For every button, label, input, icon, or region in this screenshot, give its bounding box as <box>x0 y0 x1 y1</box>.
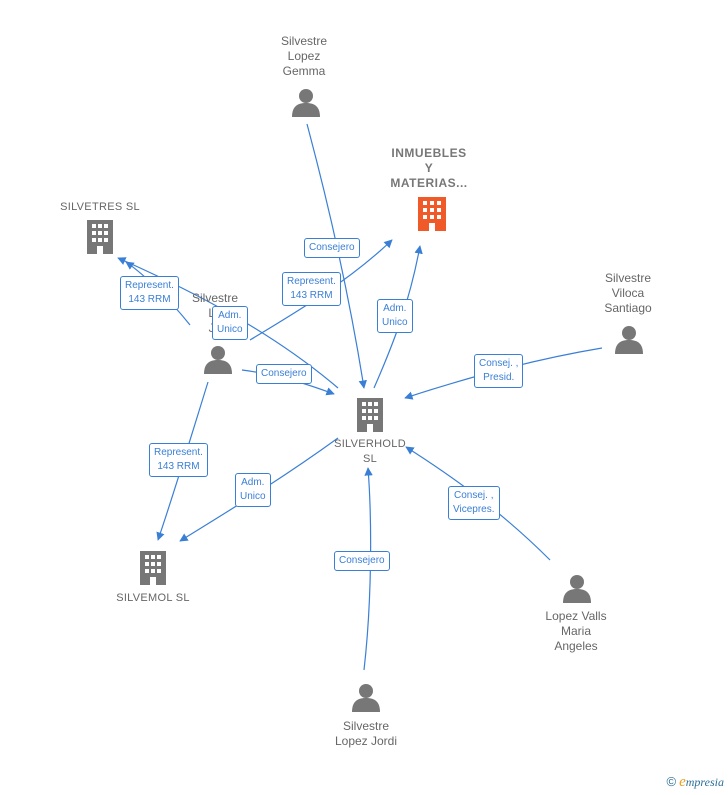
node-label-line: SILVERHOLD <box>334 438 406 450</box>
edge-label-adm-unico: Adm. Unico <box>212 306 248 340</box>
edge-label-line: Adm. <box>241 477 265 488</box>
person-icon <box>352 684 380 712</box>
person-icon <box>292 89 320 117</box>
node-label-line: Lopez Jordi <box>334 734 398 748</box>
edge-label-adm-unico: Adm. Unico <box>235 473 271 507</box>
edge-label-line: Unico <box>240 491 266 502</box>
copyright-icon: © <box>666 774 677 789</box>
edge-label-line: Consejero <box>309 242 355 253</box>
edge-label-consejero: Consejero <box>256 364 312 384</box>
edge-label-represent: Represent. 143 RRM <box>120 276 179 310</box>
node-label-line: Maria <box>560 624 591 638</box>
node-label-line: Lopez <box>287 49 321 63</box>
node-label-line: Lopez Valls <box>545 609 607 623</box>
node-label-line: Silvestre <box>191 291 238 305</box>
node-label-line: SILVEMOL SL <box>116 592 190 604</box>
person-icon <box>615 326 643 354</box>
building-icon <box>140 551 166 585</box>
node-label-silvestre-lopez-jordi[interactable]: Silvestre Lopez Jordi <box>316 719 416 749</box>
node-label-line: MATERIAS... <box>390 176 468 190</box>
edge-label-line: Represent. <box>125 280 174 291</box>
edge-label-represent: Represent. 143 RRM <box>149 443 208 477</box>
person-icon <box>204 346 232 374</box>
edge-label-line: Unico <box>217 324 243 335</box>
brand-name: mpresia <box>685 775 724 789</box>
edge-label-line: Consejero <box>261 368 307 379</box>
edge-label-consejero: Consejero <box>304 238 360 258</box>
brand-logo: empresia <box>679 774 724 790</box>
edge-label-line: Consej. , <box>479 358 519 369</box>
edge-label-line: Adm. <box>383 303 407 314</box>
node-label-silvestre-lopez-gemma[interactable]: Silvestre Lopez Gemma <box>256 34 352 79</box>
edge-label-consej-presid: Consej. , Presid. <box>474 354 524 388</box>
node-label-inmuebles[interactable]: INMUEBLES Y MATERIAS... <box>372 146 486 191</box>
node-label-lopez-valls-maria-angeles[interactable]: Lopez Valls Maria Angeles <box>526 609 626 654</box>
building-icon <box>87 220 113 254</box>
node-label-line: Angeles <box>554 639 598 653</box>
node-label-line: Silvestre <box>604 271 651 285</box>
edge-label-line: Presid. <box>483 372 515 383</box>
edge-label-line: 143 RRM <box>157 461 200 472</box>
node-label-line: Gemma <box>282 64 326 78</box>
edge-label-line: Vicepres. <box>453 504 495 515</box>
node-label-line: SL <box>362 453 378 465</box>
node-label-line: Y <box>424 161 434 175</box>
edge-label-line: Represent. <box>154 447 203 458</box>
node-label-silvestre-viloca-santiago[interactable]: Silvestre Viloca Santiago <box>580 271 676 316</box>
node-label-silvetres-sl[interactable]: SILVETRES SL <box>40 200 160 215</box>
node-label-silvemol-sl[interactable]: SILVEMOL SL <box>98 591 208 606</box>
brand-initial: e <box>679 774 686 790</box>
edge-label-line: Unico <box>382 317 408 328</box>
node-label-line: SILVETRES SL <box>60 201 140 213</box>
edge-label-line: 143 RRM <box>128 294 171 305</box>
node-label-line: Silvestre <box>342 719 389 733</box>
edge-label-represent: Represent. 143 RRM <box>282 272 341 306</box>
building-icon <box>357 398 383 432</box>
node-label-silverhold-sl[interactable]: SILVERHOLD SL <box>320 437 420 467</box>
empresia-brand[interactable]: ©empresia <box>667 774 725 791</box>
node-label-line: Silvestre <box>280 34 327 48</box>
node-label-line: INMUEBLES <box>391 146 467 160</box>
node-label-line: Santiago <box>604 301 652 315</box>
edge-label-adm-unico: Adm. Unico <box>377 299 413 333</box>
edge-label-consej-vicepres: Consej. , Vicepres. <box>448 486 500 520</box>
edge-label-line: Consej. , <box>454 490 494 501</box>
edge-label-line: Consejero <box>339 555 385 566</box>
edge-label-consejero: Consejero <box>334 551 390 571</box>
person-icon <box>563 575 591 603</box>
building-icon <box>418 197 446 231</box>
node-label-line: Viloca <box>611 286 645 300</box>
edge-label-line: Represent. <box>287 276 336 287</box>
edge-label-line: Adm. <box>218 310 242 321</box>
edge-label-line: 143 RRM <box>290 290 333 301</box>
